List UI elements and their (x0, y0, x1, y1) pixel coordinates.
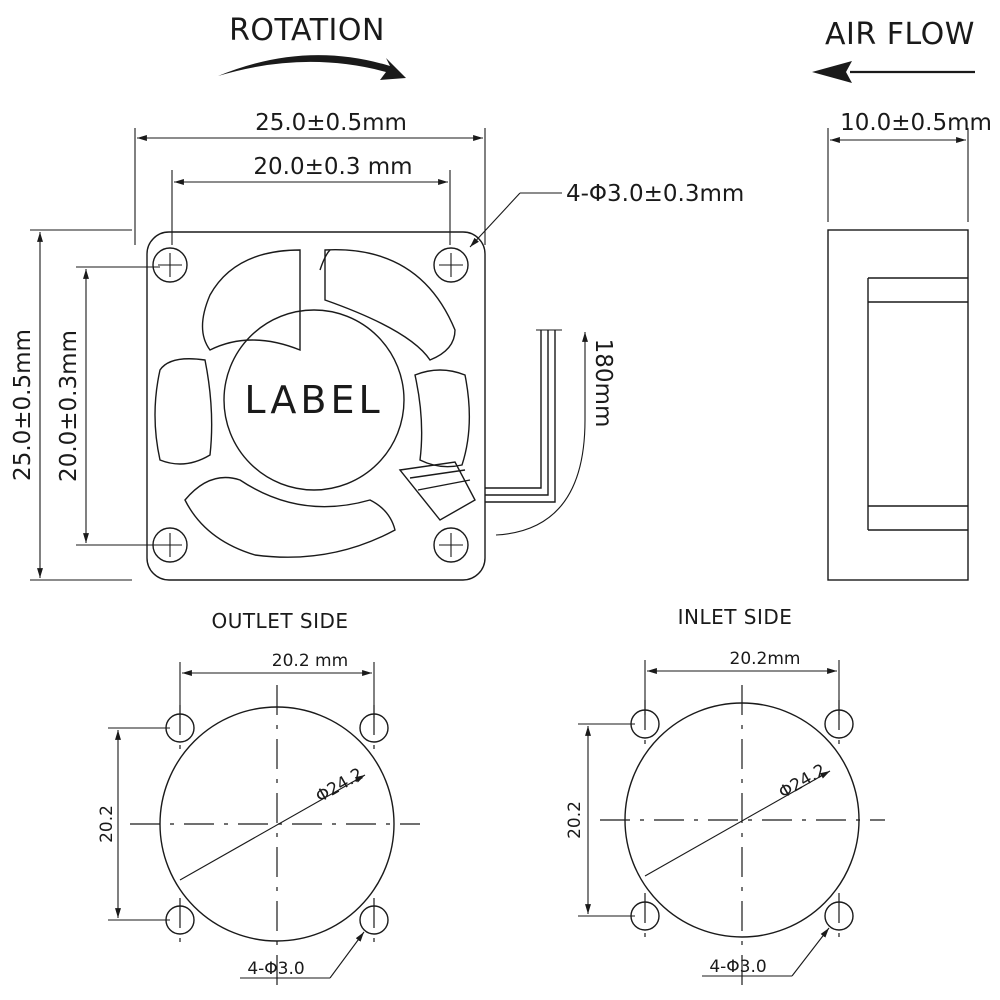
width-outer-label: 25.0±0.5mm (255, 110, 407, 136)
inlet-dim-v (578, 723, 635, 917)
mount-hole-bottom-right-icon (433, 527, 469, 563)
fan-hub (223, 309, 405, 491)
dim-height-hole-pitch (76, 266, 160, 546)
dim-depth (827, 128, 969, 222)
dim-width-outer (134, 128, 486, 245)
dim-lead-length (495, 332, 588, 536)
height-outer-label: 25.0±0.5mm (10, 329, 36, 481)
rotation-arrow-icon (218, 55, 406, 80)
mount-hole-leader (469, 192, 562, 248)
outlet-dim-v (108, 727, 170, 921)
mount-hole-top-right-icon (433, 247, 469, 283)
rotation-title: ROTATION (229, 13, 385, 48)
height-hole-pitch-label: 20.0±0.3mm (56, 330, 82, 482)
inlet-hole-pitch-v: 20.2 (565, 801, 585, 839)
inlet-centerlines (600, 685, 885, 985)
outlet-hole-pitch-v: 20.2 (97, 805, 117, 843)
outlet-holes-leader (240, 931, 365, 979)
dim-height-outer (30, 229, 132, 581)
fan-frame (146, 231, 486, 581)
outlet-hole-pitch-h: 20.2 mm (272, 651, 348, 671)
outlet-holes-label: 4-Φ3.0 (247, 959, 304, 979)
label-area: LABEL (244, 378, 383, 422)
fan-openings (154, 249, 471, 558)
lead-wires (398, 329, 562, 521)
outlet-side-title: OUTLET SIDE (211, 609, 348, 633)
width-hole-pitch-label: 20.0±0.3 mm (253, 154, 412, 180)
mount-hole-top-left-icon (152, 247, 188, 283)
inlet-side-title: INLET SIDE (678, 605, 793, 629)
inlet-holes-leader (702, 927, 830, 977)
inlet-diameter: Φ24.2 (775, 760, 829, 803)
outlet-centerlines (130, 685, 420, 985)
inlet-holes-label: 4-Φ3.0 (709, 957, 766, 977)
side-view-body (827, 229, 969, 581)
airflow-title: AIR FLOW (825, 17, 975, 52)
depth-label: 10.0±0.5mm (840, 110, 992, 136)
mount-hole-bottom-left-icon (152, 527, 188, 563)
mount-hole-label: 4-Φ3.0±0.3mm (566, 181, 744, 207)
outlet-diameter: Φ24.2 (312, 764, 366, 807)
dim-width-hole-pitch (171, 170, 451, 245)
inlet-hole-pitch-h: 20.2mm (730, 649, 801, 669)
airflow-arrow-icon (812, 61, 975, 83)
lead-length-label: 180mm (590, 339, 616, 428)
